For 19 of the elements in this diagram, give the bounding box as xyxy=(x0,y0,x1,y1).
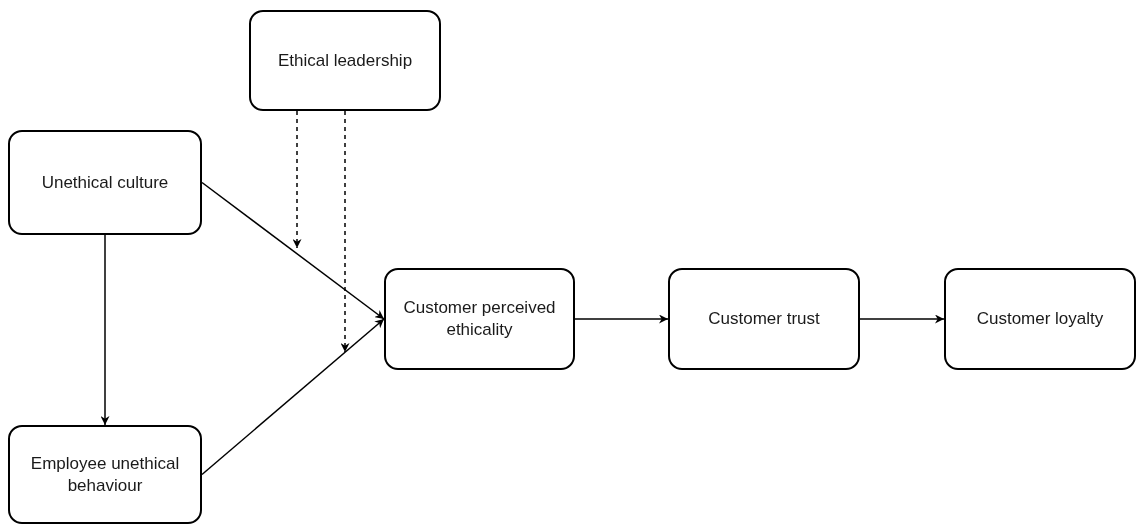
rounded-box xyxy=(668,268,860,370)
node-label: Unethical culture xyxy=(41,171,169,194)
rounded-box xyxy=(944,268,1136,370)
rounded-box xyxy=(384,268,575,370)
arrow xyxy=(201,318,385,476)
arrow xyxy=(201,181,385,320)
node-label: Customer loyalty xyxy=(976,308,1104,330)
rounded-box xyxy=(8,130,202,235)
dashed-arrow xyxy=(340,110,350,353)
node-label: Customer trust xyxy=(708,308,820,330)
node-label: Employee unethical behaviour xyxy=(29,452,181,497)
rounded-box xyxy=(8,425,202,524)
rounded-box xyxy=(249,10,441,111)
node-label: Customer perceived ethicality xyxy=(402,297,557,341)
arrow xyxy=(100,234,110,426)
dashed-arrow xyxy=(292,110,302,249)
arrow xyxy=(574,314,669,324)
node-label: Ethical leadership xyxy=(277,49,413,72)
arrow xyxy=(859,314,945,324)
